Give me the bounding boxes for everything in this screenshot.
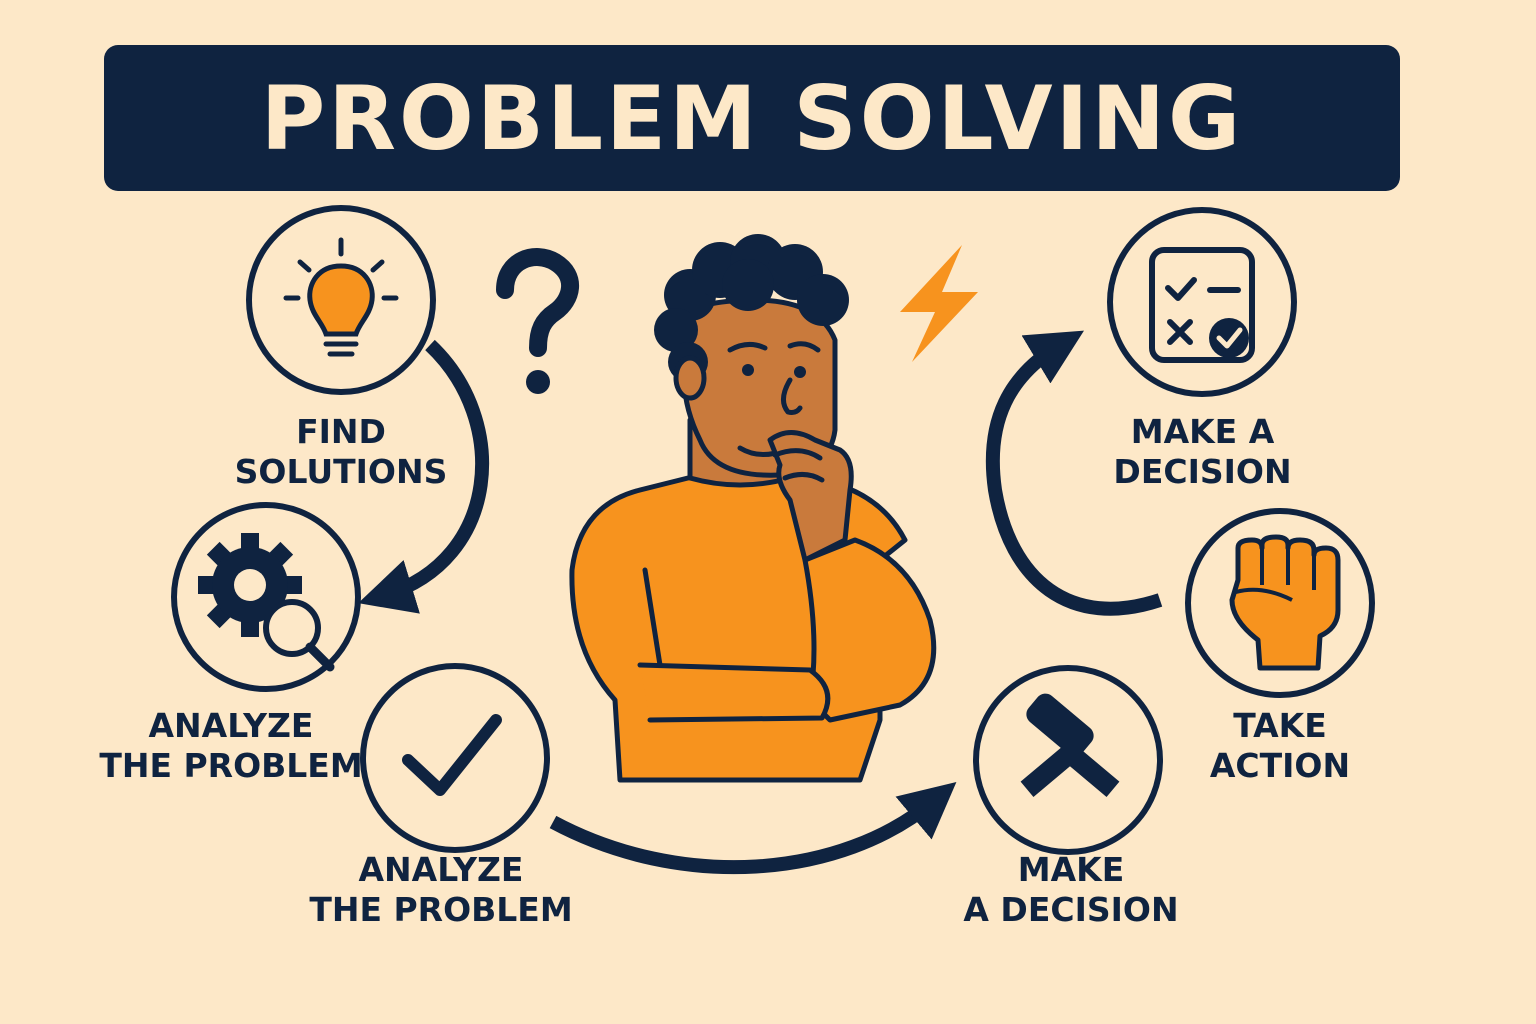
- step-circle-find-solutions: [246, 205, 436, 395]
- checklist-icon: [1149, 247, 1255, 363]
- person-eye-left: [742, 364, 754, 376]
- arrow-action-to-decision: [985, 330, 1163, 616]
- label-line: ANALYZE: [148, 706, 314, 745]
- person-hand: [767, 430, 854, 563]
- person-nose: [781, 377, 803, 415]
- label-line: MAKE: [1017, 850, 1125, 889]
- label-analyze-2: ANALYZE THE PROBLEM: [306, 850, 576, 930]
- person-eyebrow-left: [727, 342, 768, 353]
- page-title: PROBLEM SOLVING: [260, 66, 1244, 170]
- person-hair: [654, 234, 849, 382]
- question-mark-icon: [496, 248, 580, 394]
- person-eye-right: [794, 366, 806, 378]
- step-circle-make-a-decision: [1107, 207, 1297, 397]
- label-line: ANALYZE: [358, 850, 524, 889]
- lightbulb-icon: [283, 237, 399, 357]
- person-ear: [673, 355, 707, 401]
- label-analyze-1: ANALYZE THE PROBLEM: [96, 706, 366, 786]
- gavel-icon: [1020, 693, 1120, 797]
- label-line: THE PROBLEM: [99, 746, 363, 785]
- label-line: FIND: [296, 412, 386, 451]
- arrow-analyze-to-decision: [549, 781, 957, 875]
- label-line: ACTION: [1209, 746, 1351, 785]
- label-line: MAKE A: [1130, 412, 1275, 451]
- label-find-solutions: FIND SOLUTIONS: [221, 412, 461, 492]
- fist-icon: [1229, 534, 1341, 671]
- label-make-decision: MAKE A DECISION: [951, 850, 1191, 930]
- step-circle-take-action: [1185, 508, 1375, 698]
- flow-arrows: [358, 330, 1163, 875]
- label-line: SOLUTIONS: [234, 452, 448, 491]
- label-line: DECISION: [1113, 452, 1292, 491]
- arrow-find-to-analyze: [358, 339, 489, 614]
- gear-magnifier-icon: [198, 533, 335, 672]
- person-crossed-arm: [637, 662, 831, 723]
- label-take-action: TAKE ACTION: [1190, 706, 1370, 786]
- thinking-person: [569, 234, 937, 783]
- step-circle-analyze-1: [171, 502, 361, 692]
- step-circle-analyze-2: [360, 663, 550, 853]
- checkmark-icon: [402, 714, 502, 796]
- label-line: A DECISION: [963, 890, 1179, 929]
- label-make-a-decision: MAKE A DECISION: [1090, 412, 1315, 492]
- title-banner: PROBLEM SOLVING: [104, 45, 1400, 191]
- person-forearm: [802, 537, 937, 723]
- person-eyebrow-right: [787, 341, 821, 353]
- label-line: THE PROBLEM: [309, 890, 573, 929]
- label-line: TAKE: [1233, 706, 1327, 745]
- lightning-bolt-icon: [900, 245, 978, 362]
- step-circle-make-decision: [973, 665, 1163, 855]
